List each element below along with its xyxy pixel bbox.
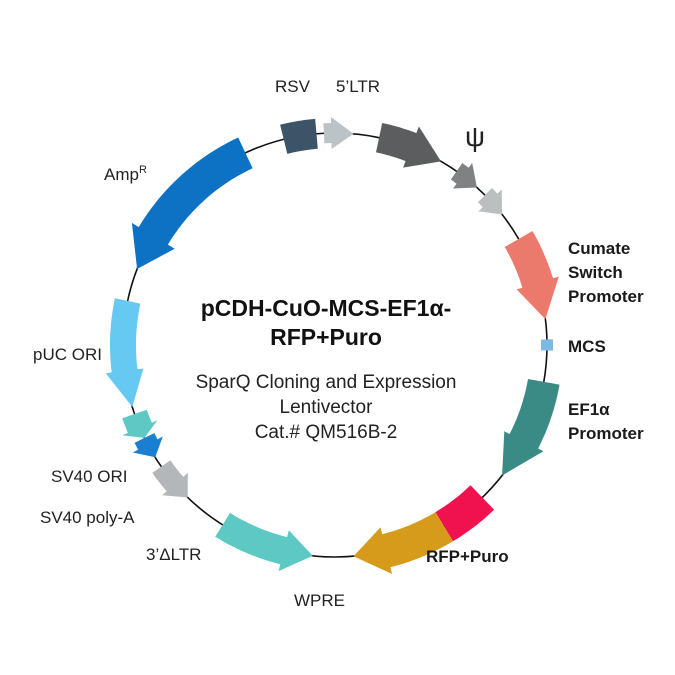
psi-arrow (376, 123, 441, 168)
label-ampr: AmpR (104, 164, 147, 184)
subtitle-line1: SparQ Cloning and Expression (196, 372, 457, 393)
amp-arrow (131, 137, 253, 269)
label-ef1a-line1: EF1α (568, 400, 610, 419)
wpre-arrow (215, 512, 313, 572)
label-wpre: WPRE (294, 591, 345, 610)
label-mcs: MCS (568, 337, 606, 356)
label-ef1a-line2: Promoter (568, 424, 644, 443)
gray2-arrow (477, 188, 503, 215)
puro-arrow (353, 512, 453, 574)
map-title-line2: RFP+Puro (270, 324, 382, 350)
label-cumate-line3: Promoter (568, 287, 644, 306)
label-ampr-main: Amp (104, 165, 139, 184)
rfp-segment (435, 485, 495, 542)
subtitle-line3: Cat.# QM516B-2 (255, 422, 398, 443)
label-rsv: RSV (275, 77, 311, 96)
label-5ltr: 5’LTR (336, 77, 380, 96)
label-sv40-polya: SV40 poly-A (40, 508, 135, 527)
map-title-line1: pCDH-CuO-MCS-EF1α- (201, 295, 452, 321)
label-cumate-line2: Switch (568, 263, 623, 282)
cumate-arrow (504, 231, 559, 320)
label-psi: ψ (465, 121, 485, 152)
label-ampr-sup: R (139, 164, 147, 176)
ef1a-arrow (502, 379, 560, 476)
puc-arrow (105, 298, 144, 407)
rsv-block (280, 118, 318, 154)
subtitle-line2: Lentivector (280, 397, 374, 418)
label-cumate-line1: Cumate (568, 239, 630, 258)
sv40pa-arrow (132, 433, 163, 458)
ltr5-arrow (323, 117, 354, 149)
ltr3-arrow (152, 460, 188, 498)
mcs-block (540, 339, 553, 351)
feature-arrows (105, 117, 560, 574)
sv40ori-arrow (122, 409, 158, 438)
label-3ltr: 3’ΔLTR (146, 545, 201, 564)
gray1-arrow (450, 162, 477, 189)
label-puc-ori: pUC ORI (33, 345, 102, 364)
label-sv40-ori: SV40 ORI (51, 467, 128, 486)
label-rfp-puro: RFP+Puro (426, 547, 509, 566)
